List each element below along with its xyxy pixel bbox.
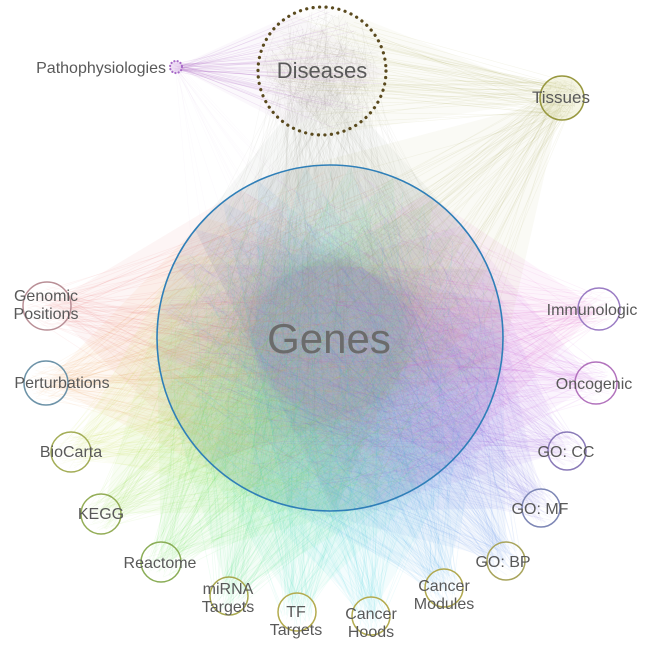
node-reactome[interactable] bbox=[140, 541, 182, 583]
node-immunologic[interactable] bbox=[577, 287, 621, 331]
genes-circle-fill bbox=[157, 165, 503, 511]
node-go-mf[interactable] bbox=[521, 488, 561, 528]
label-genes: Genes bbox=[267, 315, 391, 362]
node-tissues[interactable] bbox=[539, 75, 585, 121]
node-layer bbox=[22, 5, 621, 636]
label-biocarta: BioCarta bbox=[40, 444, 102, 461]
node-go-cc[interactable] bbox=[547, 431, 587, 471]
node-oncogenic[interactable] bbox=[574, 361, 618, 405]
node-cancer-modules[interactable] bbox=[424, 568, 464, 608]
label-reactome: Reactome bbox=[124, 555, 197, 572]
node-kegg[interactable] bbox=[80, 493, 122, 535]
label-go-cc: GO: CC bbox=[538, 444, 595, 461]
label-go-mf: GO: MF bbox=[512, 501, 569, 518]
label-diseases: Diseases bbox=[277, 58, 367, 83]
label-kegg: KEGG bbox=[78, 506, 124, 523]
node-tf-targets[interactable] bbox=[277, 592, 317, 632]
label-immunologic: Immunologic bbox=[547, 302, 638, 319]
node-genomic-positions[interactable] bbox=[22, 281, 72, 331]
node-diseases[interactable] bbox=[256, 5, 388, 137]
label-tissues: Tissues bbox=[532, 88, 590, 107]
node-mirna-targets[interactable] bbox=[209, 576, 249, 616]
node-cancer-hoods[interactable] bbox=[351, 596, 391, 636]
label-oncogenic: Oncogenic bbox=[556, 376, 633, 393]
node-go-bp[interactable] bbox=[486, 541, 526, 581]
node-perturbations[interactable] bbox=[23, 360, 69, 406]
label-perturbations: Perturbations bbox=[14, 375, 109, 392]
node-biocarta[interactable] bbox=[50, 431, 92, 473]
node-pathophysiologies[interactable] bbox=[168, 59, 184, 75]
label-pathophysiologies: Pathophysiologies bbox=[36, 60, 166, 77]
node-genes[interactable] bbox=[156, 164, 504, 512]
label-go-bp: GO: BP bbox=[475, 554, 530, 571]
label-layer: Genes Diseases PathophysiologiesTissuesGen… bbox=[14, 58, 638, 641]
edge-layer bbox=[26, 8, 617, 632]
